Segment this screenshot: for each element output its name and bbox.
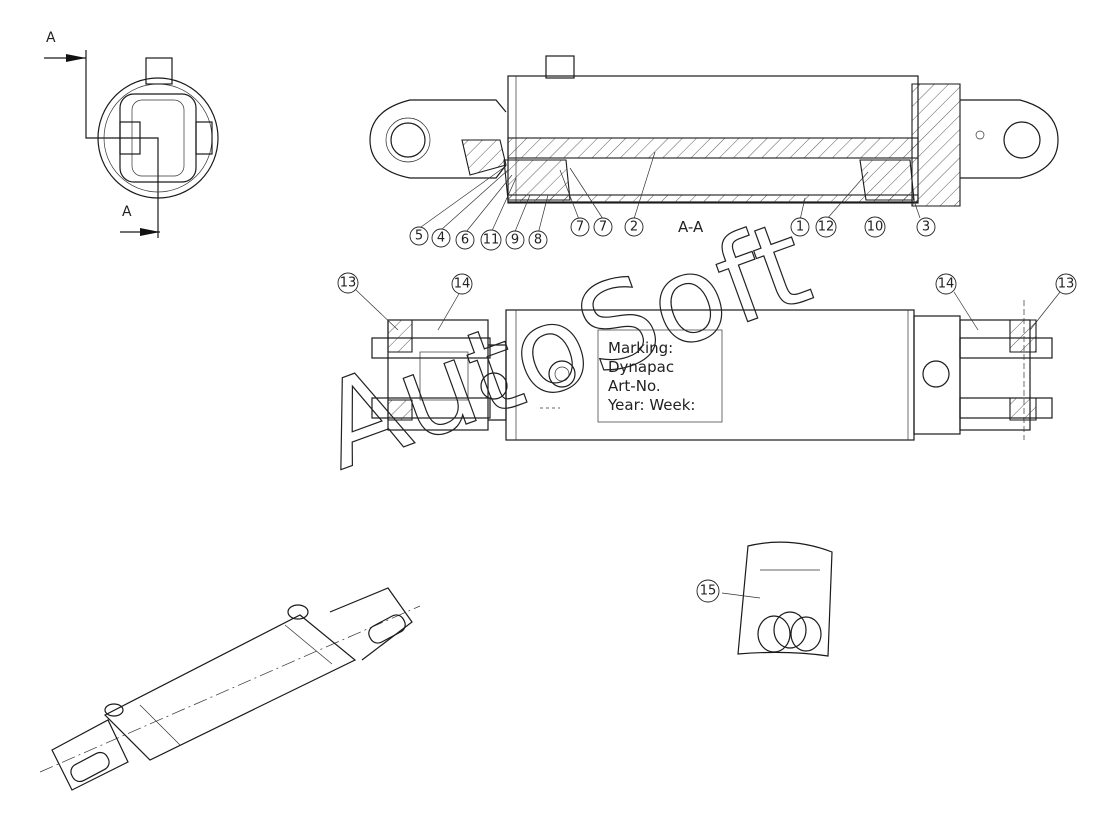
section-title: A-A — [678, 218, 704, 236]
marking-line-1: Marking: — [608, 339, 673, 357]
callout-11: 11 — [480, 229, 502, 251]
callout-6: 6 — [455, 230, 475, 250]
callout-2: 2 — [624, 217, 644, 237]
section-label-top: A — [46, 30, 56, 46]
callout-1: 1 — [790, 217, 810, 237]
svg-text:13: 13 — [1058, 277, 1075, 292]
svg-text:12: 12 — [818, 220, 835, 235]
callout-13b: 13 — [1055, 273, 1077, 295]
end-view: A A — [44, 30, 219, 238]
svg-text:8: 8 — [534, 233, 542, 248]
section-view — [369, 55, 1059, 207]
svg-text:11: 11 — [483, 233, 500, 248]
marking-line-4: Year: Week: — [607, 396, 695, 414]
callout-8: 8 — [528, 230, 548, 250]
isometric-view — [39, 587, 421, 791]
callout-7b: 7 — [593, 217, 613, 237]
watermark-logo: AutoSoft — [302, 193, 825, 496]
callout-15: 15 — [696, 579, 720, 603]
callout-13a: 13 — [337, 272, 359, 294]
seal-kit: 15 — [696, 541, 833, 657]
svg-text:14: 14 — [938, 277, 955, 292]
svg-text:7: 7 — [599, 220, 607, 235]
callout-14a: 14 — [451, 273, 473, 295]
callout-10: 10 — [864, 216, 886, 238]
svg-text:5: 5 — [415, 229, 423, 244]
callout-5: 5 — [409, 226, 429, 246]
callout-9: 9 — [505, 230, 525, 250]
svg-text:1: 1 — [796, 220, 804, 235]
svg-text:2: 2 — [630, 220, 638, 235]
svg-text:10: 10 — [867, 220, 884, 235]
callout-12: 12 — [815, 216, 837, 238]
svg-text:7: 7 — [576, 220, 584, 235]
svg-text:3: 3 — [922, 220, 930, 235]
marking-text: Marking: Dynapac Art-No. Year: Week: — [607, 339, 695, 414]
side-callouts: 13 14 14 13 — [337, 272, 1077, 331]
section-label-bottom: A — [122, 204, 132, 220]
svg-text:15: 15 — [700, 584, 717, 599]
svg-text:4: 4 — [437, 231, 445, 246]
section-callouts: 5 4 6 11 9 8 7 7 2 A-A 1 12 10 3 — [409, 151, 936, 251]
marking-line-2: Dynapac — [608, 358, 674, 376]
callout-4: 4 — [431, 228, 451, 248]
callout-7a: 7 — [570, 217, 590, 237]
marking-line-3: Art-No. — [608, 377, 661, 395]
callout-14b: 14 — [935, 273, 957, 295]
svg-text:13: 13 — [340, 276, 357, 291]
side-view: Marking: Dynapac Art-No. Year: Week: — [371, 300, 1053, 441]
svg-text:6: 6 — [461, 233, 469, 248]
callout-3: 3 — [916, 217, 936, 237]
svg-text:14: 14 — [454, 277, 471, 292]
svg-text:9: 9 — [511, 233, 519, 248]
